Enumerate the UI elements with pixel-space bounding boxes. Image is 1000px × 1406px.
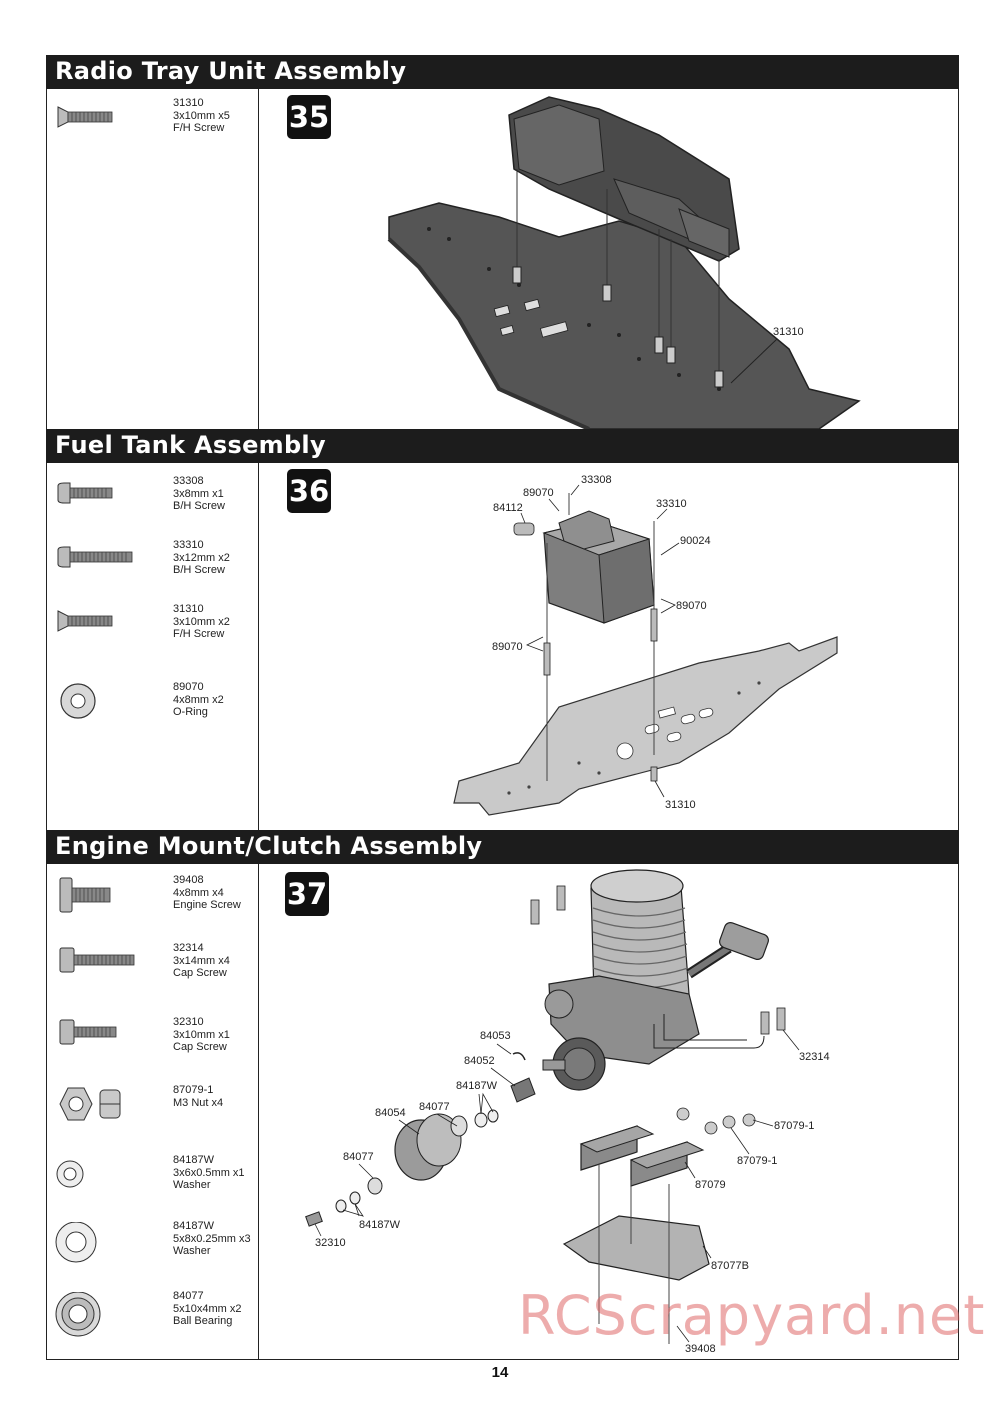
- callout-84054: 84054: [375, 1107, 406, 1119]
- ball-bearing-icon: [55, 1292, 101, 1337]
- button-head-screw-icon: [57, 482, 113, 504]
- callout-87079: 87079: [695, 1179, 726, 1191]
- fuel-tank-diagram: 33308 89070 84112 33310 90024 89070 8907…: [453, 474, 838, 816]
- chassis-plate: [453, 636, 838, 816]
- part-name: Ball Bearing: [173, 1315, 233, 1327]
- callout-84077: 84077: [343, 1151, 374, 1163]
- step-number-badge: 35: [287, 95, 331, 139]
- callout-84077: 84077: [419, 1101, 450, 1113]
- callout-33310: 33310: [656, 498, 687, 510]
- part-spec: 3x10mm x2: [173, 615, 230, 628]
- part-spec: 3x6x0.5mm x1: [173, 1166, 245, 1179]
- callout-87079-1: 87079-1: [737, 1155, 777, 1167]
- part-code: 33308: [173, 475, 204, 487]
- watermark: RCScrapyard.net: [518, 1284, 986, 1347]
- callout-31310: 31310: [773, 326, 804, 338]
- section-title: Fuel Tank Assembly: [55, 431, 326, 459]
- section-title: Radio Tray Unit Assembly: [55, 57, 407, 85]
- section-title: Engine Mount/Clutch Assembly: [55, 832, 483, 860]
- flat-head-screw-icon: [57, 106, 113, 128]
- diagram-area: 37: [259, 864, 959, 1359]
- step-number-badge: 37: [285, 872, 329, 916]
- part-code: 31310: [173, 603, 204, 615]
- part-name: Cap Screw: [173, 1041, 227, 1053]
- mount-plate: [562, 1215, 710, 1281]
- callout-32314: 32314: [799, 1051, 830, 1063]
- part-name: Washer: [173, 1179, 211, 1191]
- callout-84112: 84112: [493, 502, 523, 514]
- callout-89070: 89070: [492, 641, 523, 653]
- callout-31310: 31310: [665, 799, 696, 811]
- callout-84187W: 84187W: [359, 1219, 401, 1231]
- diagram-area: 35: [259, 89, 959, 429]
- part-spec: 3x12mm x2: [173, 551, 230, 564]
- button-head-screw-icon: [57, 546, 133, 568]
- callout-84052: 84052: [464, 1055, 495, 1067]
- part-spec: 3x8mm x1: [173, 487, 224, 500]
- step-number-badge: 36: [287, 469, 331, 513]
- part-name: O-Ring: [173, 706, 208, 718]
- small-washer-icon: [56, 1160, 84, 1188]
- callout-87077B: 87077B: [711, 1260, 749, 1272]
- part-name: F/H Screw: [173, 122, 225, 134]
- section-header-radio-tray: Radio Tray Unit Assembly: [46, 55, 959, 89]
- part-code: 84187W: [173, 1220, 214, 1232]
- callout-89070: 89070: [523, 487, 554, 499]
- part-spec: 3x10mm x5: [173, 109, 230, 122]
- callout-90024: 90024: [680, 535, 711, 547]
- callout-87079-1: 87079-1: [774, 1120, 814, 1132]
- part-code: 31310: [173, 97, 204, 109]
- large-washer-icon: [55, 1222, 97, 1263]
- page-number: 14: [491, 1364, 509, 1381]
- part-code: 89070: [173, 681, 204, 693]
- part-spec: 4x8mm x2: [173, 693, 224, 706]
- section-header-engine-mount: Engine Mount/Clutch Assembly: [46, 830, 959, 864]
- diagram-area: 36: [259, 463, 959, 830]
- callout-84187W: 84187W: [456, 1080, 498, 1092]
- part-code: 32310: [173, 1016, 204, 1028]
- callout-84053: 84053: [480, 1030, 511, 1042]
- radio-tray-diagram: 31310: [387, 96, 861, 429]
- engine: [542, 869, 700, 1091]
- part-spec: 5x10x4mm x2: [173, 1302, 242, 1315]
- part-code: 39408: [173, 874, 204, 886]
- part-spec: 3x10mm x1: [173, 1028, 230, 1041]
- part-spec: 5x8x0.25mm x3: [173, 1232, 251, 1245]
- o-ring-icon: [60, 683, 96, 719]
- lock-nut-icon: [59, 1087, 121, 1121]
- callout-89070: 89070: [676, 600, 707, 612]
- engine-screw-icon: [59, 877, 111, 913]
- part-name: B/H Screw: [173, 500, 225, 512]
- part-name: Washer: [173, 1245, 211, 1257]
- callout-33308: 33308: [581, 474, 612, 486]
- part-spec: 4x8mm x4: [173, 886, 224, 899]
- cap-screw-icon: [59, 947, 135, 973]
- engine-mounts: [579, 1125, 705, 1187]
- part-code: 33310: [173, 539, 204, 551]
- part-name: B/H Screw: [173, 564, 225, 576]
- clutch-parts: [305, 1052, 536, 1227]
- part-code: 84187W: [173, 1154, 214, 1166]
- part-code: 87079-1: [173, 1084, 214, 1096]
- part-spec: M3 Nut x4: [173, 1096, 224, 1109]
- part-name: Engine Screw: [173, 899, 241, 911]
- part-name: F/H Screw: [173, 628, 225, 640]
- part-code: 32314: [173, 942, 204, 954]
- engine-mount-diagram: 84053 84052 84187W 84054 84077 84077 841…: [305, 869, 830, 1355]
- chassis-plate: [388, 202, 861, 429]
- flat-head-screw-icon: [57, 610, 113, 632]
- callout-32310: 32310: [315, 1237, 346, 1249]
- part-code: 84077: [173, 1290, 204, 1302]
- part-spec: 3x14mm x4: [173, 954, 230, 967]
- cap-screw-icon: [59, 1019, 117, 1045]
- section-header-fuel-tank: Fuel Tank Assembly: [46, 429, 959, 463]
- callout-39408: 39408: [685, 1343, 716, 1355]
- part-name: Cap Screw: [173, 967, 227, 979]
